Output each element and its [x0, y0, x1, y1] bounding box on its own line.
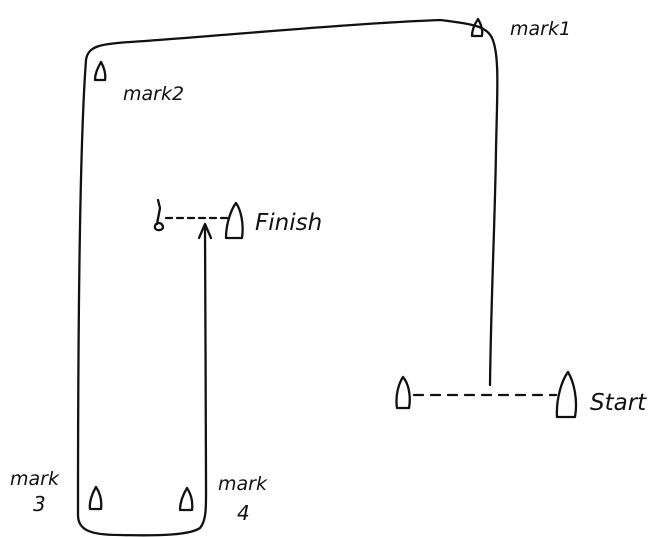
mark4-label-word: mark [218, 473, 268, 495]
mark3-label-word: mark [10, 468, 60, 490]
mark3-label-number: 3 [33, 492, 46, 516]
course-path [76, 18, 499, 537]
mark2-buoy-icon [93, 60, 107, 82]
start-label: Start [590, 390, 647, 416]
finish-boat-icon [224, 201, 244, 240]
mark1-buoy-icon [470, 17, 484, 38]
start-left-boat-icon [395, 375, 411, 410]
mark1-label: mark1 [510, 18, 571, 40]
finish-label: Finish [255, 210, 322, 236]
start-right-boat-icon [555, 370, 578, 419]
finish-pin-icon [153, 198, 165, 232]
mark3-buoy-icon [88, 485, 103, 511]
mark2-label: mark2 [123, 83, 184, 105]
finish-arrowhead [197, 222, 213, 240]
mark4-buoy-icon [178, 486, 194, 512]
mark4-label-number: 4 [237, 501, 250, 525]
